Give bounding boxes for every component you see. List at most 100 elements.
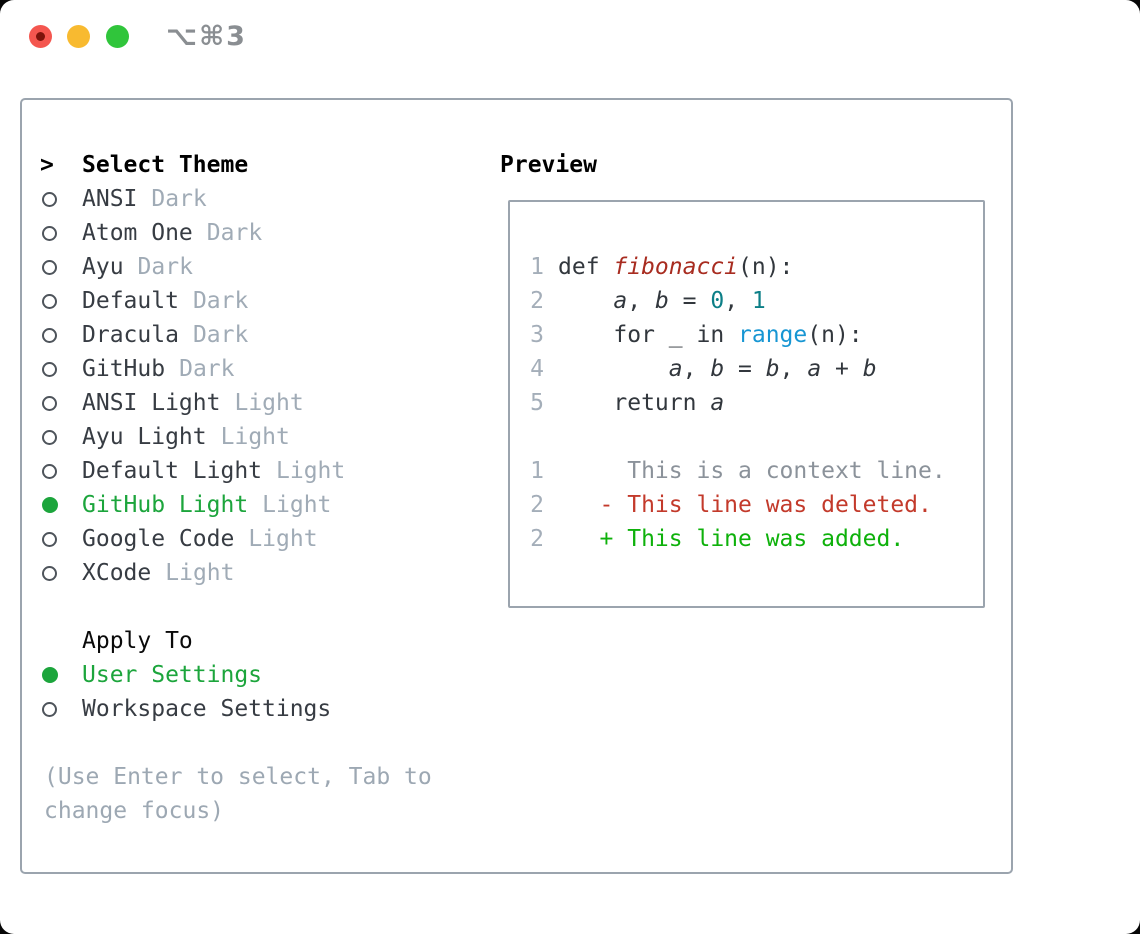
line-number: 2 [530,492,544,518]
option-variant-label: Light [220,424,290,450]
hint-text: (Use Enter to select, Tab to change focu… [44,764,432,824]
option-label: Default Light [82,458,263,484]
radio-icon [38,497,82,513]
select-theme-heading: Select Theme [82,152,249,178]
diff-line: 2 - This line was deleted. [530,488,983,522]
code-token: b [654,288,669,314]
close-button[interactable] [29,25,52,48]
option-label: XCode [82,560,152,586]
cursor-marker: > [38,152,82,178]
radio-icon [38,191,82,207]
option-variant-label: Dark [192,288,249,314]
code-token: b [862,356,877,382]
theme-option[interactable]: GitHub Dark [38,352,488,386]
zoom-button[interactable] [106,25,129,48]
radio-unselected-icon [42,531,57,547]
code-token: a [668,356,683,382]
radio-unselected-icon [42,701,57,717]
unsaved-dot-icon [36,32,45,41]
radio-icon [38,565,82,581]
theme-option[interactable]: ANSI Dark [38,182,488,216]
radio-unselected-icon [42,225,57,241]
code-token: for _ in [558,322,739,348]
apply-to-heading: Apply To [82,628,193,654]
code-token: return [558,390,711,416]
radio-icon [38,225,82,241]
option-label: User Settings [82,662,263,688]
radio-unselected-icon [42,565,57,581]
code-token: , [779,356,808,382]
radio-icon [38,293,82,309]
theme-option[interactable]: Default Dark [38,284,488,318]
code-line: 2 a, b = 0, 1 [530,284,983,318]
code-token: , [682,356,711,382]
code-token: def [558,254,614,280]
line-number: 4 [530,356,544,382]
theme-option[interactable]: Google Code Light [38,522,488,556]
option-label: Dracula [82,322,179,348]
theme-option[interactable]: ANSI Light Light [38,386,488,420]
option-variant-label: Light [262,492,332,518]
line-content: return a [558,390,724,416]
option-variant-label: Light [276,458,346,484]
minimize-button[interactable] [67,25,90,48]
option-variant-label: Dark [137,254,193,280]
code-line: 5 return a [530,386,983,420]
code-token: = [724,356,766,382]
apply-option[interactable]: Workspace Settings [38,692,488,726]
theme-option[interactable]: XCode Light [38,556,488,590]
line-number: 3 [530,322,544,348]
radio-icon [38,327,82,343]
apply-option[interactable]: User Settings [38,658,488,692]
titlebar: ⌥⌘3 [0,0,1140,74]
option-variant-label: Light [248,526,318,552]
radio-unselected-icon [42,259,57,275]
option-variant-label: Light [165,560,235,586]
radio-icon [38,429,82,445]
radio-selected-icon [42,497,58,513]
code-token: - This line was deleted. [558,492,932,518]
radio-selected-icon [42,667,58,683]
preview-heading: Preview [500,152,597,178]
code-token: (n): [738,254,794,280]
theme-option[interactable]: Default Light Light [38,454,488,488]
code-token: fibonacci [613,254,739,280]
code-line: 4 a, b = b, a + b [530,352,983,386]
option-label: GitHub [82,356,166,382]
code-token: a [613,288,628,314]
theme-option[interactable]: GitHub Light Light [38,488,488,522]
code-token [558,288,613,314]
code-token: 1 [751,288,766,314]
code-token: (n): [807,322,863,348]
radio-icon [38,361,82,377]
option-label: GitHub Light [82,492,249,518]
option-variant-label: Light [234,390,304,416]
code-token: range [738,322,808,348]
code-token [558,356,669,382]
option-label: ANSI [82,186,138,212]
diff-block: 1 This is a context line.2 - This line w… [530,454,983,556]
code-line: 3 for _ in range(n): [530,318,983,352]
radio-icon [38,667,82,683]
option-variant-label: Dark [151,186,207,212]
option-label: Default [82,288,179,314]
code-token: , [627,288,655,314]
line-content: + This line was added. [558,526,905,552]
option-variant-label: Dark [192,322,249,348]
radio-unselected-icon [42,429,57,445]
radio-unselected-icon [42,361,57,377]
diff-line: 1 This is a context line. [530,454,983,488]
option-label: ANSI Light [82,390,221,416]
radio-unselected-icon [42,463,57,479]
theme-option[interactable]: Dracula Dark [38,318,488,352]
option-variant-label: Dark [179,356,235,382]
option-label: Google Code [82,526,235,552]
code-token: a [807,356,822,382]
code-token: b [710,356,725,382]
